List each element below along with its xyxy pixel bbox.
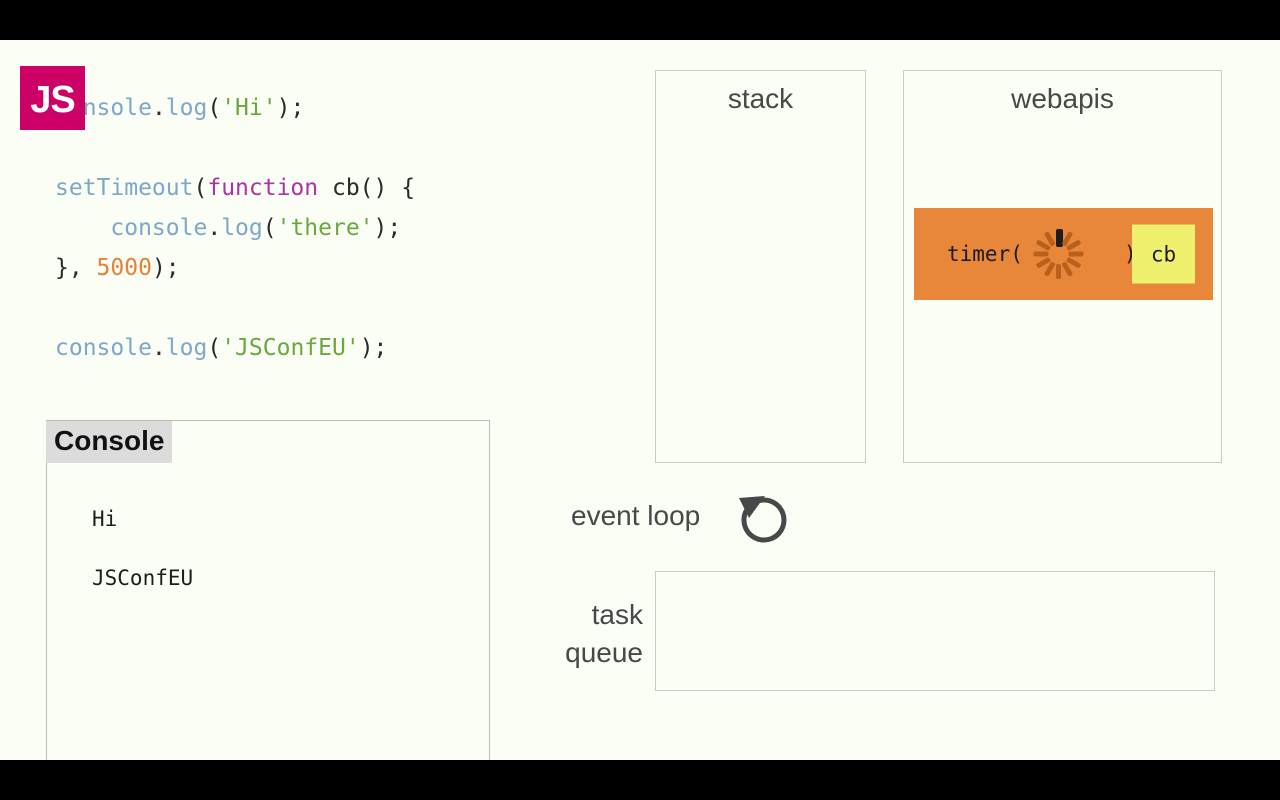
timer-label: timer( )	[947, 242, 1137, 266]
loading-spinner-icon	[1032, 228, 1084, 280]
task-queue-label: task queue	[559, 596, 643, 672]
letterbox-bottom	[0, 760, 1280, 800]
console-tab-label[interactable]: Console	[46, 421, 173, 463]
code-token: console	[110, 215, 208, 241]
task-queue-label-line1: task	[591, 599, 643, 630]
console-output-line: Hi	[92, 507, 118, 531]
js-logo-badge: JS	[20, 66, 85, 130]
js-logo-text: JS	[30, 78, 75, 121]
webapis-panel: webapis timer( ) cb	[903, 70, 1222, 463]
code-token: 'JSConfEU'	[221, 335, 360, 361]
webapi-timer-row: timer( ) cb	[914, 208, 1213, 300]
code-token: setTimeout	[55, 175, 194, 201]
code-token: (	[262, 215, 277, 241]
call-stack-title: stack	[727, 83, 794, 114]
code-token: cb() {	[318, 175, 416, 201]
code-token: .	[207, 215, 222, 241]
code-token	[55, 215, 110, 241]
code-token: log	[221, 215, 263, 241]
event-loop-label: event loop	[571, 500, 701, 531]
code-line: console.log('Hi');	[55, 88, 615, 128]
code-token: );	[373, 215, 402, 241]
task-queue-panel	[655, 571, 1215, 691]
console-panel	[46, 420, 490, 760]
code-token: (	[207, 335, 222, 361]
code-token: 'there'	[276, 215, 374, 241]
code-token: (	[193, 175, 208, 201]
callback-chip: cb	[1132, 224, 1195, 284]
code-token: log	[165, 335, 208, 361]
code-line: }, 5000);	[55, 248, 615, 288]
code-token: (	[207, 95, 222, 121]
code-token: 5000	[96, 255, 152, 281]
source-code-block: console.log('Hi'); setTimeout(function c…	[55, 88, 615, 368]
call-stack-panel: stack	[655, 70, 866, 463]
code-token: function	[207, 175, 319, 201]
code-token: .	[151, 95, 166, 121]
letterbox-top	[0, 0, 1280, 40]
code-line: setTimeout(function cb() {	[55, 168, 615, 208]
code-blank-line	[55, 288, 615, 328]
code-line: console.log('JSConfEU');	[55, 328, 615, 368]
code-token: },	[55, 255, 97, 281]
code-token: console	[55, 335, 152, 361]
webapis-title: webapis	[1011, 83, 1114, 114]
task-queue-label-line2: queue	[565, 637, 643, 668]
code-token: );	[276, 95, 305, 121]
code-token: .	[151, 335, 166, 361]
code-line: console.log('there');	[55, 208, 615, 248]
circular-arrow-icon	[736, 492, 792, 548]
console-output-line: JSConfEU	[92, 566, 194, 590]
code-token: );	[359, 335, 388, 361]
code-token: );	[151, 255, 180, 281]
code-blank-line	[55, 128, 615, 168]
visualizer-stage: JS console.log('Hi'); setTimeout(functio…	[0, 40, 1280, 760]
code-token: log	[165, 95, 208, 121]
code-token: 'Hi'	[221, 95, 277, 121]
